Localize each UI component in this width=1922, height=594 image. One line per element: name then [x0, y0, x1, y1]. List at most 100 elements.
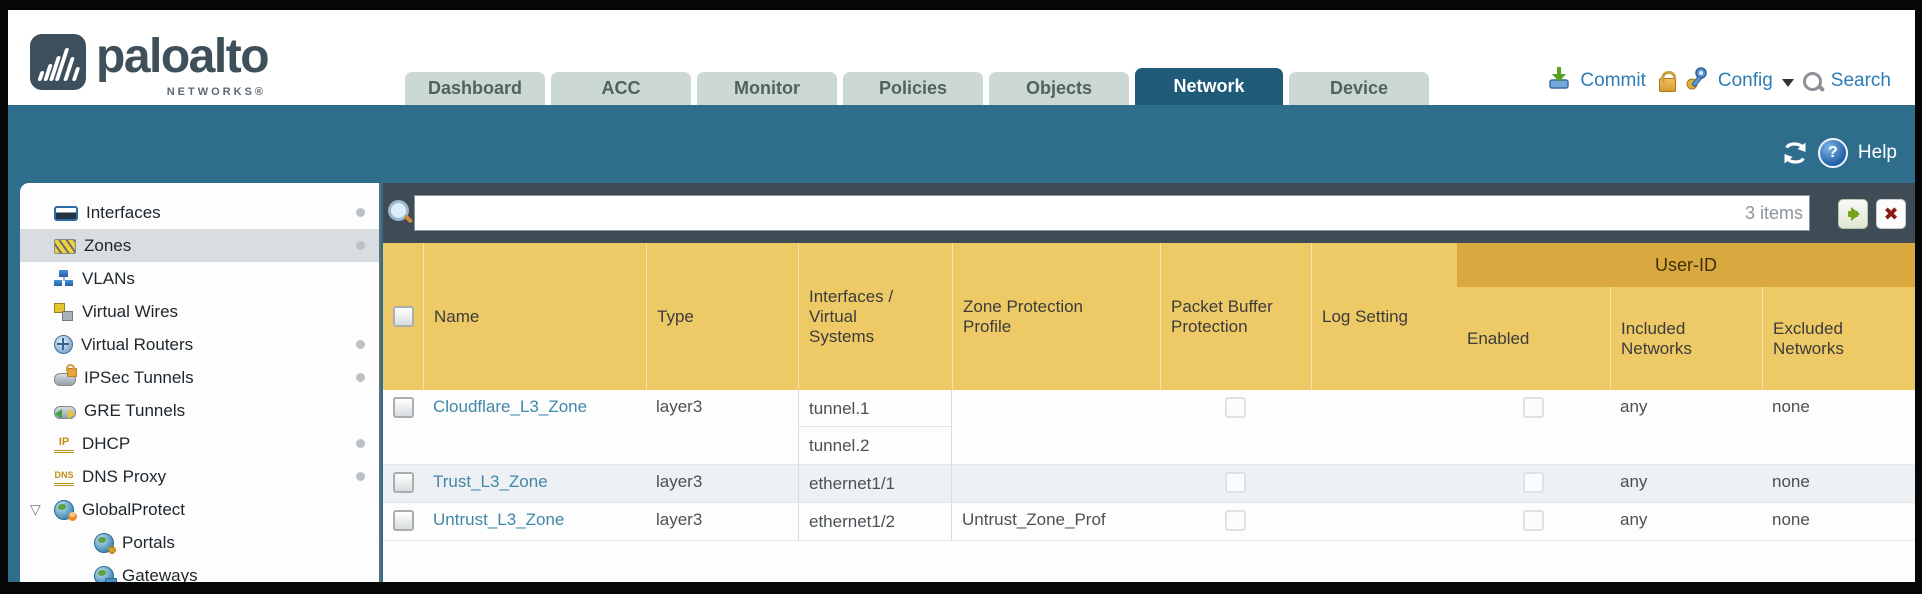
column-header-zone-protection-profile[interactable]: Zone Protection Profile — [952, 243, 1160, 390]
config-button[interactable]: Config — [1717, 70, 1773, 91]
sidebar-item-label: VLANs — [82, 268, 135, 288]
table-header: Name Type Interfaces / Virtual Systems Z… — [383, 243, 1915, 390]
row-select-cell — [383, 465, 423, 502]
sidebar-item-label: Virtual Routers — [81, 334, 194, 354]
config-caret-icon[interactable] — [1781, 78, 1794, 87]
zones-main-panel: 3 items ✖ Name Type Interfaces / Virtual… — [383, 183, 1915, 582]
user-id-enabled-cell — [1457, 465, 1610, 502]
sidebar-item-label: IPSec Tunnels — [84, 367, 194, 387]
interfaces-cell: ethernet1/1 — [798, 465, 952, 502]
zone-name-link[interactable]: Trust_L3_Zone — [433, 472, 548, 491]
row-select-cell — [383, 503, 423, 540]
interfaces-icon — [54, 206, 78, 221]
lock-icon[interactable] — [1658, 77, 1676, 92]
zone-name-cell: Untrust_L3_Zone — [423, 503, 646, 540]
packet-buffer-protection-cell — [1160, 503, 1311, 540]
user-id-enabled-cell — [1457, 503, 1610, 540]
sidebar-item-label: Virtual Wires — [82, 301, 179, 321]
sidebar-item-vlans[interactable]: VLANs — [20, 262, 379, 295]
apply-filter-button[interactable] — [1838, 199, 1868, 229]
column-header-log-setting[interactable]: Log Setting — [1311, 243, 1457, 390]
search-button[interactable]: Search — [1830, 70, 1891, 91]
gateways-icon — [94, 565, 117, 582]
dhcp-icon: IP — [54, 435, 74, 453]
virtual-routers-icon — [54, 335, 73, 354]
zone-type-cell: layer3 — [656, 510, 703, 529]
filter-search-icon — [388, 200, 409, 221]
logo-wordmark: paloalto — [96, 30, 270, 83]
column-header-enabled[interactable]: Enabled — [1467, 328, 1530, 348]
interface-entry: ethernet1/2 — [809, 512, 896, 531]
help-label[interactable]: Help — [1857, 142, 1897, 163]
sidebar-item-label: Zones — [84, 235, 132, 255]
sidebar-item-label: Portals — [122, 532, 175, 552]
tab-device[interactable]: Device — [1289, 72, 1429, 105]
config-icon — [1685, 66, 1709, 96]
user-id-group-header: User-ID — [1457, 243, 1915, 287]
column-header-type[interactable]: Type — [646, 243, 798, 390]
status-dot — [356, 373, 365, 382]
row-select-checkbox[interactable] — [392, 472, 414, 493]
column-header-included-networks[interactable]: Included Networks — [1610, 287, 1762, 390]
column-header-excluded-networks[interactable]: Excluded Networks — [1762, 287, 1915, 390]
tab-acc[interactable]: ACC — [551, 72, 691, 105]
dns-proxy-icon: DNS — [54, 468, 74, 486]
packet-buffer-protection-cell — [1160, 465, 1311, 502]
row-select-checkbox[interactable] — [392, 397, 414, 418]
zone-protection-profile-cell: Untrust_Zone_Prof — [962, 510, 1106, 529]
filter-input[interactable] — [414, 195, 1810, 231]
zone-name-cell: Trust_L3_Zone — [423, 465, 646, 502]
sidebar-item-gateways[interactable]: Gateways — [20, 559, 379, 582]
row-select-cell — [383, 390, 423, 464]
zones-icon — [54, 239, 76, 254]
paloalto-logo: paloalto NETWORKS® — [30, 28, 270, 98]
tab-policies[interactable]: Policies — [843, 72, 983, 105]
expander-triangle-icon[interactable]: ▽ — [30, 501, 41, 517]
tab-objects[interactable]: Objects — [989, 72, 1129, 105]
sidebar-item-virtual-wires[interactable]: Virtual Wires — [20, 295, 379, 328]
help-icon[interactable]: ? — [1817, 138, 1848, 168]
column-header-packet-buffer-protection[interactable]: Packet Buffer Protection — [1160, 243, 1311, 390]
tab-dashboard[interactable]: Dashboard — [405, 72, 545, 105]
zone-name-link[interactable]: Untrust_L3_Zone — [433, 510, 565, 529]
user-id-enabled-checkbox — [1523, 510, 1544, 531]
zone-protection-profile-cell — [952, 465, 1160, 502]
sidebar-item-globalprotect[interactable]: ▽GlobalProtect — [20, 493, 379, 526]
commit-button[interactable]: Commit — [1580, 70, 1646, 91]
status-dot — [356, 241, 365, 250]
sidebar-item-label: Gateways — [122, 565, 198, 583]
select-all-checkbox[interactable] — [392, 306, 414, 327]
filter-bar: 3 items ✖ — [383, 183, 1915, 243]
user-id-enabled-checkbox — [1523, 472, 1544, 493]
sidebar-item-gre-tunnels[interactable]: GRE Tunnels — [20, 394, 379, 427]
status-dot — [356, 208, 365, 217]
tab-monitor[interactable]: Monitor — [697, 72, 837, 105]
sidebar-item-portals[interactable]: Portals — [20, 526, 379, 559]
status-dot — [356, 472, 365, 481]
clear-filter-button[interactable]: ✖ — [1876, 199, 1906, 229]
tab-network[interactable]: Network — [1135, 68, 1283, 105]
refresh-icon[interactable] — [1782, 141, 1808, 165]
column-header-interfaces[interactable]: Interfaces / Virtual Systems — [798, 243, 952, 390]
packet-buffer-protection-checkbox — [1225, 472, 1246, 493]
sidebar-item-ipsec-tunnels[interactable]: IPSec Tunnels — [20, 361, 379, 394]
sidebar-item-zones[interactable]: Zones — [20, 229, 379, 262]
gre-tunnels-icon — [54, 405, 76, 419]
sidebar-item-virtual-routers[interactable]: Virtual Routers — [20, 328, 379, 361]
sidebar-item-interfaces[interactable]: Interfaces — [20, 196, 379, 229]
sidebar-item-label: GRE Tunnels — [84, 400, 186, 420]
packet-buffer-protection-checkbox — [1225, 397, 1246, 418]
paloalto-logo-icon — [30, 34, 86, 90]
column-header-name[interactable]: Name — [423, 243, 646, 390]
user-id-column-group: User-ID Enabled Included Networks Exclud… — [1457, 243, 1915, 390]
zone-name-link[interactable]: Cloudflare_L3_Zone — [433, 397, 588, 416]
row-select-checkbox[interactable] — [392, 510, 414, 531]
included-networks-cell: any — [1620, 397, 1648, 416]
zone-type-cell: layer3 — [656, 472, 703, 491]
interface-entry: tunnel.2 — [809, 436, 870, 455]
